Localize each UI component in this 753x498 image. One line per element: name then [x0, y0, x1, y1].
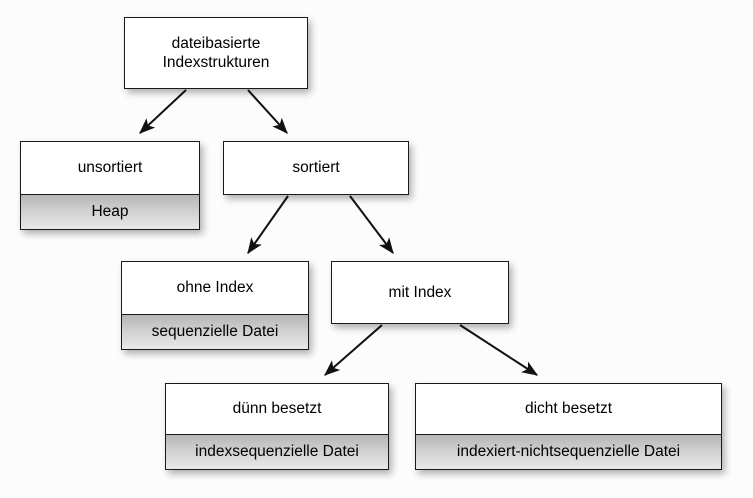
edge-mit-index-to-dicht-besetzt [459, 324, 539, 376]
node-root-label: dateibasierte Indexstrukturen [125, 18, 307, 88]
node-dicht-besetzt-sublabel: indexiert-nichtsequenzielle Datei [416, 434, 721, 469]
node-unsortiert-sublabel: Heap [21, 194, 199, 229]
node-duenn-besetzt-label: dünn besetzt [166, 384, 388, 434]
node-ohne-index-sublabel: sequenzielle Datei [122, 314, 308, 349]
node-unsortiert-label: unsortiert [21, 142, 199, 194]
edge-root-to-sortiert [247, 89, 288, 134]
edge-mit-index-to-duenn-besetzt [324, 324, 383, 376]
node-duenn-besetzt[interactable]: dünn besetzt indexsequenzielle Datei [165, 383, 389, 470]
node-sortiert[interactable]: sortiert [223, 141, 409, 195]
node-duenn-besetzt-sublabel: indexsequenzielle Datei [166, 434, 388, 469]
node-dicht-besetzt[interactable]: dicht besetzt indexiert-nichtsequenziell… [415, 383, 722, 470]
node-sortiert-label: sortiert [224, 142, 408, 194]
node-dicht-besetzt-label: dicht besetzt [416, 384, 721, 434]
node-ohne-index[interactable]: ohne Index sequenzielle Datei [121, 261, 309, 350]
node-mit-index-label: mit Index [332, 262, 508, 323]
edge-sortiert-to-ohne-index [247, 195, 289, 254]
node-mit-index[interactable]: mit Index [331, 261, 509, 324]
node-ohne-index-label: ohne Index [122, 262, 308, 314]
edge-sortiert-to-mit-index [349, 195, 394, 254]
edge-root-to-unsortiert [139, 89, 187, 134]
node-root[interactable]: dateibasierte Indexstrukturen [124, 17, 308, 89]
node-unsortiert[interactable]: unsortiert Heap [20, 141, 200, 230]
